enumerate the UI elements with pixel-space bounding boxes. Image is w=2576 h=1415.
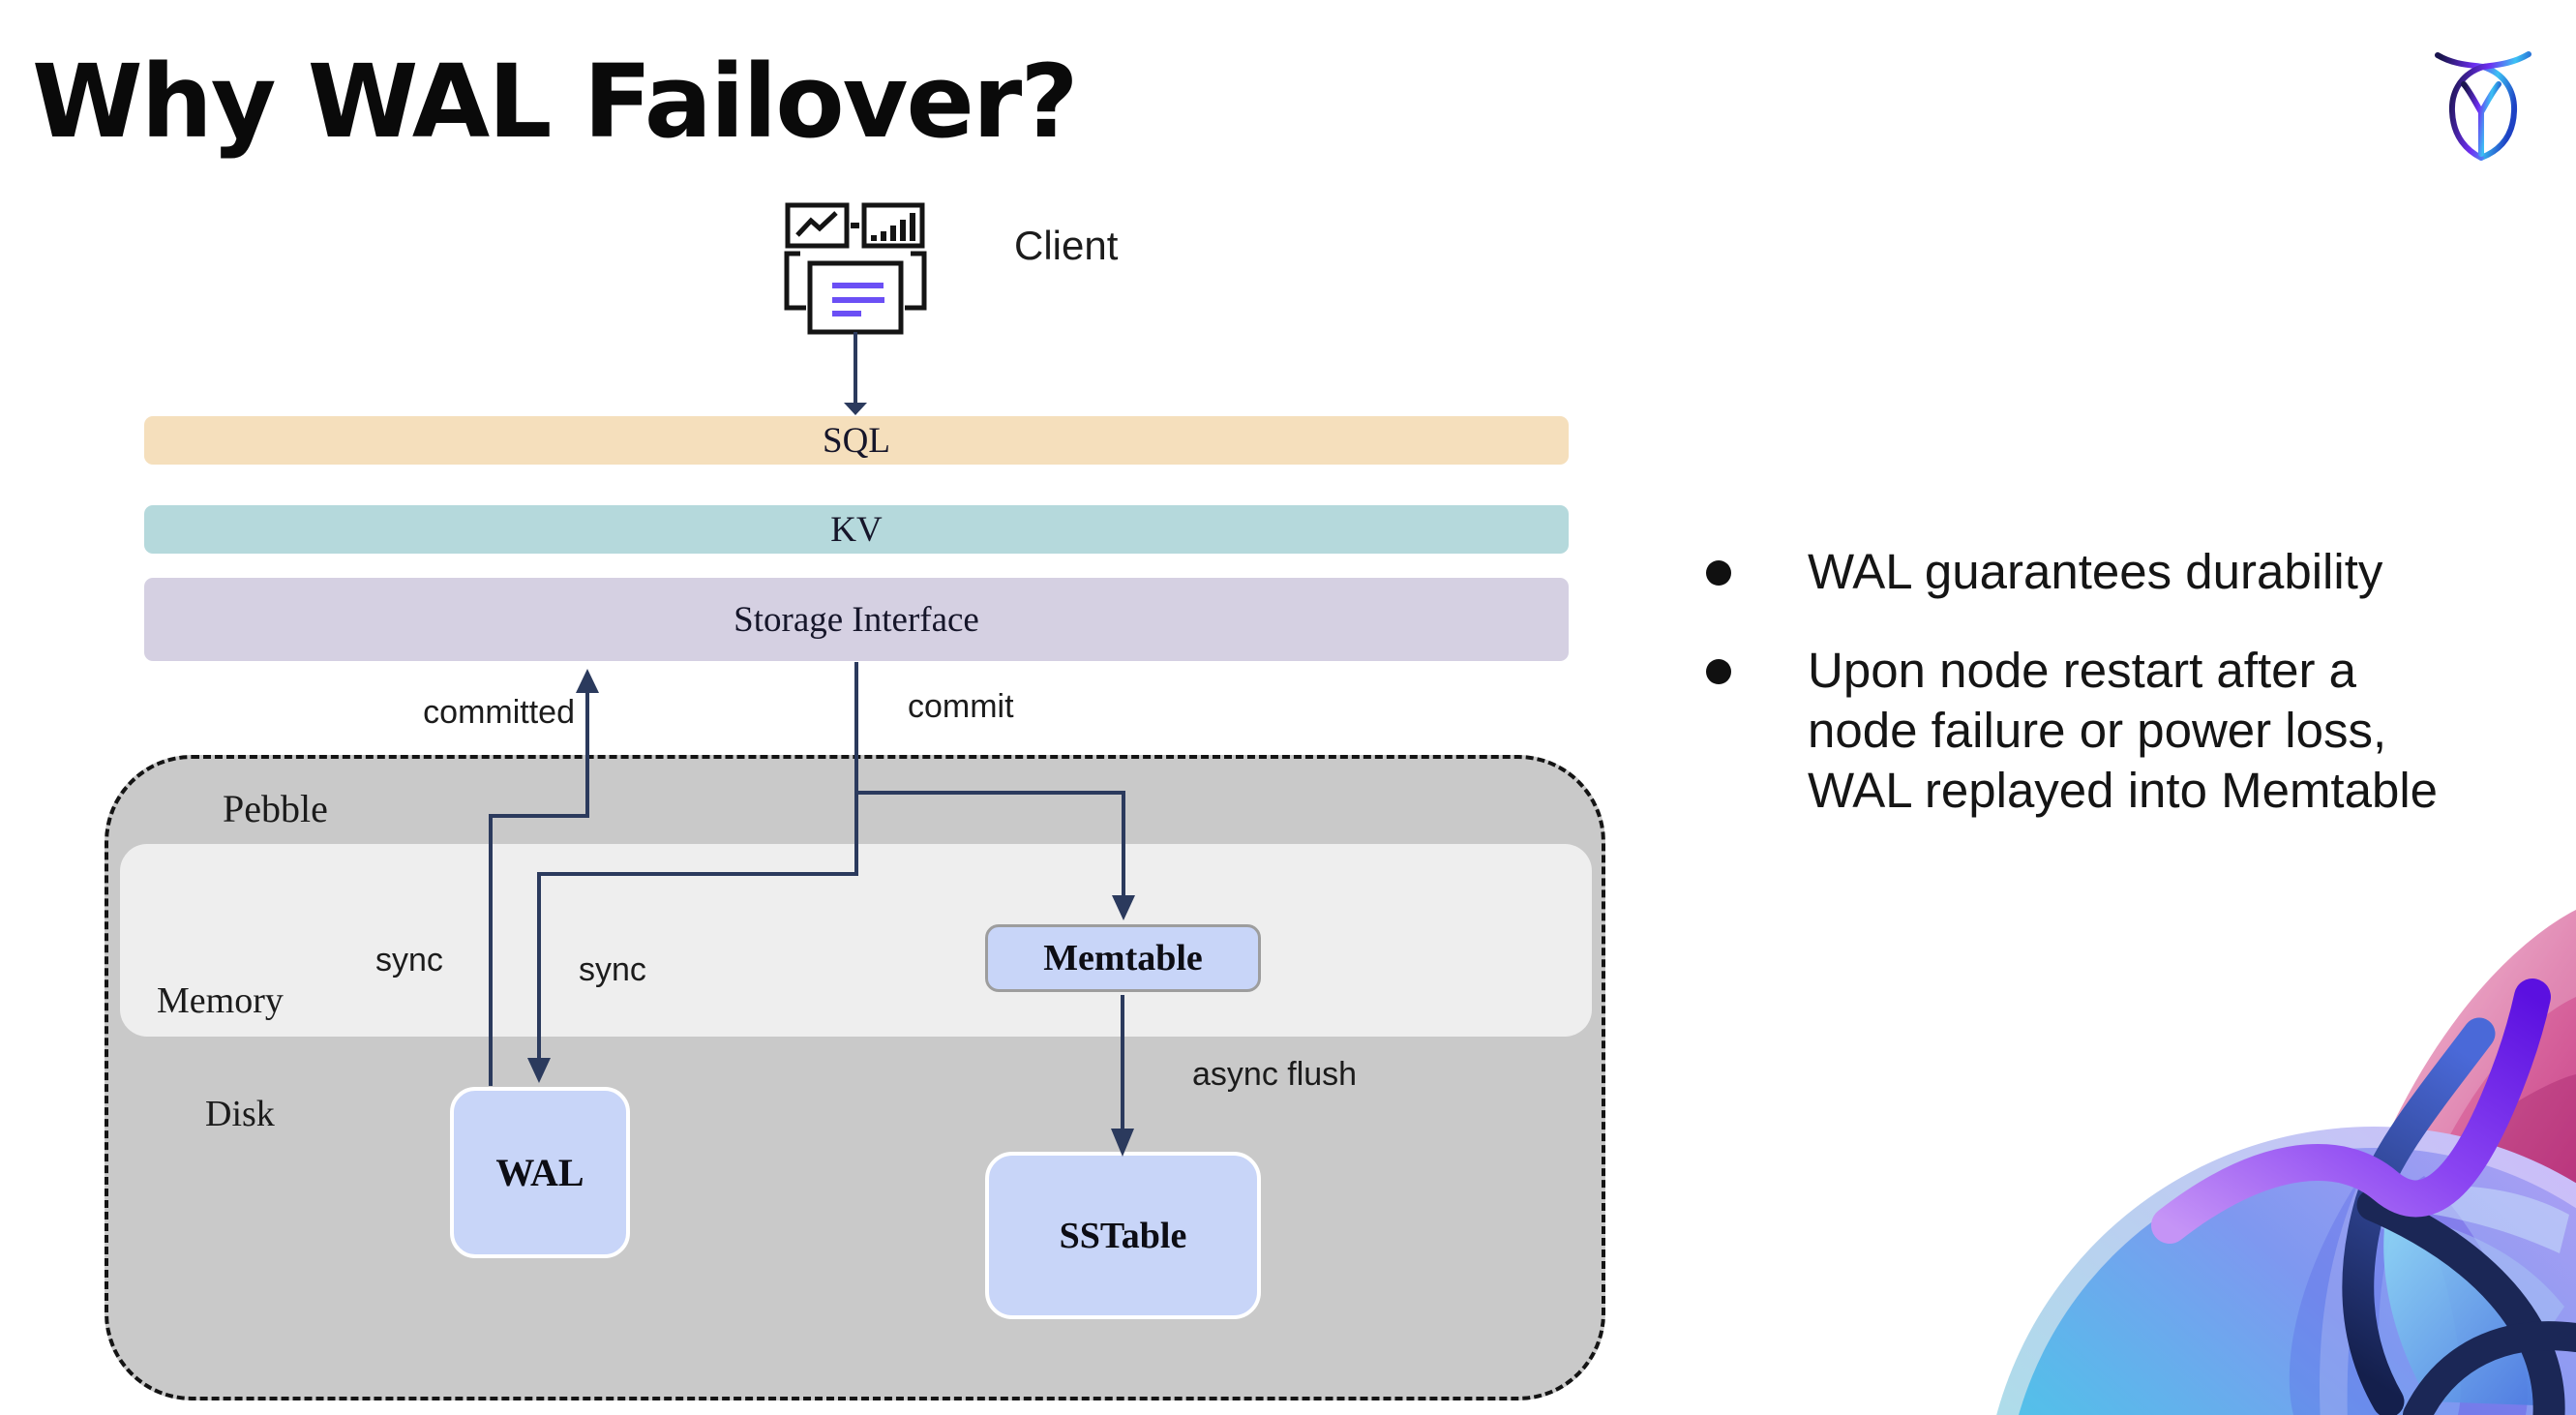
bar-chart-glyph <box>871 213 915 241</box>
bullet-item: WAL guarantees durability <box>1706 542 2382 602</box>
memtable-box-label: Memtable <box>1043 938 1203 978</box>
committed-edge-label: committed <box>423 694 575 731</box>
page-title: Why WAL Failover? <box>32 43 1079 161</box>
layer-sql-label: SQL <box>823 420 890 461</box>
line-chart-screen-icon <box>785 202 850 249</box>
logo-vein <box>2461 81 2501 157</box>
document-text-lines <box>832 283 884 316</box>
async-flush-edge-label: async flush <box>1192 1056 1358 1093</box>
sync-right-edge-label: sync <box>579 951 646 988</box>
bullet-text: Upon node restart after a node failure o… <box>1808 643 2439 818</box>
logo-left-antenna-right-body <box>2435 52 2518 161</box>
layer-storage-label: Storage Interface <box>734 599 979 640</box>
cockroachdb-logo-icon <box>2435 51 2531 161</box>
memory-band <box>120 844 1592 1037</box>
bullet-dot <box>1706 560 1731 586</box>
monitor-brackets <box>784 251 927 311</box>
sstable-box-label: SSTable <box>1059 1215 1187 1256</box>
bullet-dot <box>1706 659 1731 684</box>
wal-box: WAL <box>450 1087 630 1258</box>
client-to-sql-arrow <box>844 332 867 415</box>
memtable-box: Memtable <box>985 924 1261 992</box>
bullet-item: Upon node restart after a node failure o… <box>1706 641 2438 821</box>
navy-leaf <box>2342 1017 2576 1415</box>
logo-right-antenna-left-body <box>2448 51 2531 161</box>
client-icon <box>784 202 927 335</box>
line-chart-glyph <box>795 211 838 237</box>
pebble-label: Pebble <box>223 787 328 830</box>
layer-storage-interface: Storage Interface <box>144 578 1569 661</box>
bullet-text: WAL guarantees durability <box>1808 544 2383 599</box>
sync-left-edge-label: sync <box>375 942 443 978</box>
layer-kv-label: KV <box>830 509 883 550</box>
dash-connector <box>851 223 859 228</box>
client-label: Client <box>1014 223 1119 268</box>
memory-label: Memory <box>157 980 284 1021</box>
wal-box-label: WAL <box>495 1151 584 1194</box>
layer-kv: KV <box>144 505 1569 554</box>
commit-edge-label: commit <box>908 688 1014 725</box>
layer-sql: SQL <box>144 416 1569 465</box>
sstable-box: SSTable <box>985 1152 1261 1319</box>
purple-arc <box>2151 978 2551 1244</box>
brand-art-decoration <box>1996 910 2576 1415</box>
disk-label: Disk <box>205 1094 275 1134</box>
